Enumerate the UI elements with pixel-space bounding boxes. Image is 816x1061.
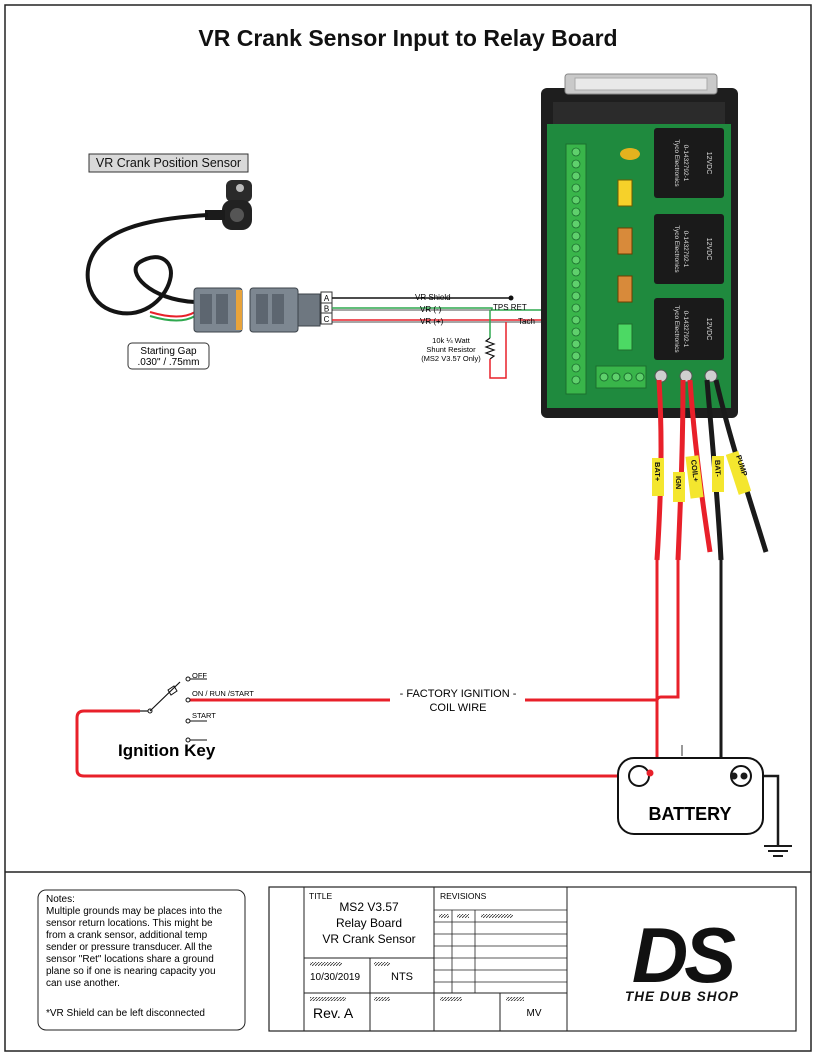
switch-start-label: START	[192, 711, 216, 720]
tag-bat-minus: BAT-	[713, 460, 723, 478]
sensor-body	[205, 180, 252, 230]
wire-ign	[675, 379, 686, 561]
signal-wires: VR Shield VR (-) VR (+) TPS RET Tach 10k…	[332, 293, 543, 379]
dub-shop-logo: DS THE DUB SHOP	[625, 911, 740, 1004]
vr-sensor: VR Crank Position Sensor A B	[85, 153, 333, 370]
pin-b-label: B	[324, 305, 329, 314]
battery-label: BATTERY	[649, 804, 732, 824]
notes-line-1: Multiple grounds may be places into the	[46, 906, 223, 917]
relay-2-part: 0-1432792-1	[682, 231, 689, 268]
notes-footnote: *VR Shield can be left disconnected	[46, 1008, 205, 1019]
title-block: TITLE MS2 V3.57 Relay Board VR Crank Sen…	[268, 886, 797, 1032]
factory-ign-line-2: COIL WIRE	[429, 702, 486, 714]
pin-c-label: C	[324, 315, 330, 324]
relay-2-voltage: 12VDC	[705, 238, 712, 261]
title-rev: Rev. A	[313, 1005, 354, 1021]
relay-3-part: 0-1432792-1	[682, 311, 689, 348]
battery-terminal-positive	[628, 765, 650, 787]
notes-line-2: sensor return locations. This might be	[46, 918, 213, 929]
title-line-1: MS2 V3.57	[339, 900, 399, 914]
inductor	[620, 148, 640, 160]
tag-bat-plus: BAT+	[653, 462, 662, 482]
fuse-4	[617, 323, 633, 351]
shunt-resistor	[484, 337, 496, 360]
vr-minus-wire	[332, 307, 543, 311]
relay-3: Tyco Electronics 0-1432792-1 12VDC	[654, 298, 724, 360]
gap-line-1: Starting Gap	[140, 346, 197, 357]
ignition-key-label: Ignition Key	[118, 741, 216, 760]
ground-icon	[764, 845, 792, 857]
relay-1-part: 0-1432792-1	[682, 145, 689, 182]
switch-off-label: OFF	[192, 671, 207, 680]
fuse-3	[617, 275, 633, 303]
pin-a-label: A	[324, 294, 330, 303]
logo-mark: DS	[632, 911, 736, 999]
relay-2-brand: Tyco Electronics	[673, 225, 680, 273]
notes-line-5: sensor "Ret" locations share a ground	[46, 954, 214, 965]
relay-board: Tyco Electronics 0-1432792-1 12VDC Tyco …	[541, 73, 738, 418]
switch-on-label: ON / RUN /START	[192, 689, 254, 698]
sensor-label-box	[88, 153, 249, 173]
label-tach: Tach	[518, 317, 535, 326]
title-author: MV	[527, 1008, 542, 1019]
factory-ign-line-1: - FACTORY IGNITION -	[400, 688, 517, 700]
revisions-label: REVISIONS	[440, 891, 487, 901]
fuse-1	[617, 179, 633, 207]
label-tps-ret: TPS RET	[493, 303, 527, 312]
relay-2: Tyco Electronics 0-1432792-1 12VDC	[654, 214, 724, 284]
logo-tagline: THE DUB SHOP	[625, 989, 739, 1004]
resistor-line-1: 10k ¼ Watt	[432, 336, 471, 345]
notes-line-6: plane so if one is nearing capacity you	[46, 966, 216, 977]
label-vr-minus: VR (-)	[420, 305, 442, 314]
sensor-connector	[193, 287, 321, 333]
diagram-title: VR Crank Sensor Input to Relay Board	[198, 25, 617, 51]
ignition-switch: OFF ON / RUN /START START Ignition Key	[118, 671, 254, 760]
relay-1-voltage: 12VDC	[705, 152, 712, 175]
title-line-3: VR Crank Sensor	[322, 932, 415, 946]
battery-box	[617, 757, 764, 835]
title-scale: NTS	[391, 971, 413, 983]
notes-box: Notes: Multiple grounds may be places in…	[37, 889, 246, 1031]
relay-3-voltage: 12VDC	[705, 318, 712, 341]
gap-line-2: .030" / .75mm	[138, 357, 200, 368]
notes-heading: Notes:	[46, 894, 75, 905]
relay-1: Tyco Electronics 0-1432792-1 12VDC	[654, 128, 724, 198]
notes-line-7: can use another.	[46, 978, 120, 989]
relay-1-brand: Tyco Electronics	[673, 139, 680, 187]
title-line-2: Relay Board	[336, 916, 402, 930]
fuse-2	[617, 227, 633, 255]
ign-line	[525, 560, 680, 702]
gap-box	[127, 342, 210, 370]
tag-coil-plus: COIL+	[689, 459, 701, 483]
notes-line-3: from a crank sensor, additional temp	[46, 930, 208, 941]
page-border	[4, 4, 812, 1052]
resistor-line-3: (MS2 V3.57 Only)	[421, 354, 481, 363]
sensor-cable	[85, 213, 209, 316]
tag-ign: IGN	[674, 476, 683, 489]
resistor-line-2: Shunt Resistor	[426, 345, 476, 354]
sensor-label: VR Crank Position Sensor	[96, 156, 241, 170]
label-vr-shield: VR Shield	[415, 293, 451, 302]
label-vr-plus: VR (+)	[420, 317, 444, 326]
switch-arm	[149, 681, 181, 712]
title-label: TITLE	[309, 891, 332, 901]
notes-line-4: sender or pressure transducer. All the	[46, 942, 213, 953]
title-date: 10/30/2019	[310, 972, 360, 983]
power-wires: BAT+ IGN COIL+ BAT- PUMP	[652, 379, 769, 561]
battery: BATTERY	[617, 757, 764, 835]
relay-3-brand: Tyco Electronics	[673, 305, 680, 353]
